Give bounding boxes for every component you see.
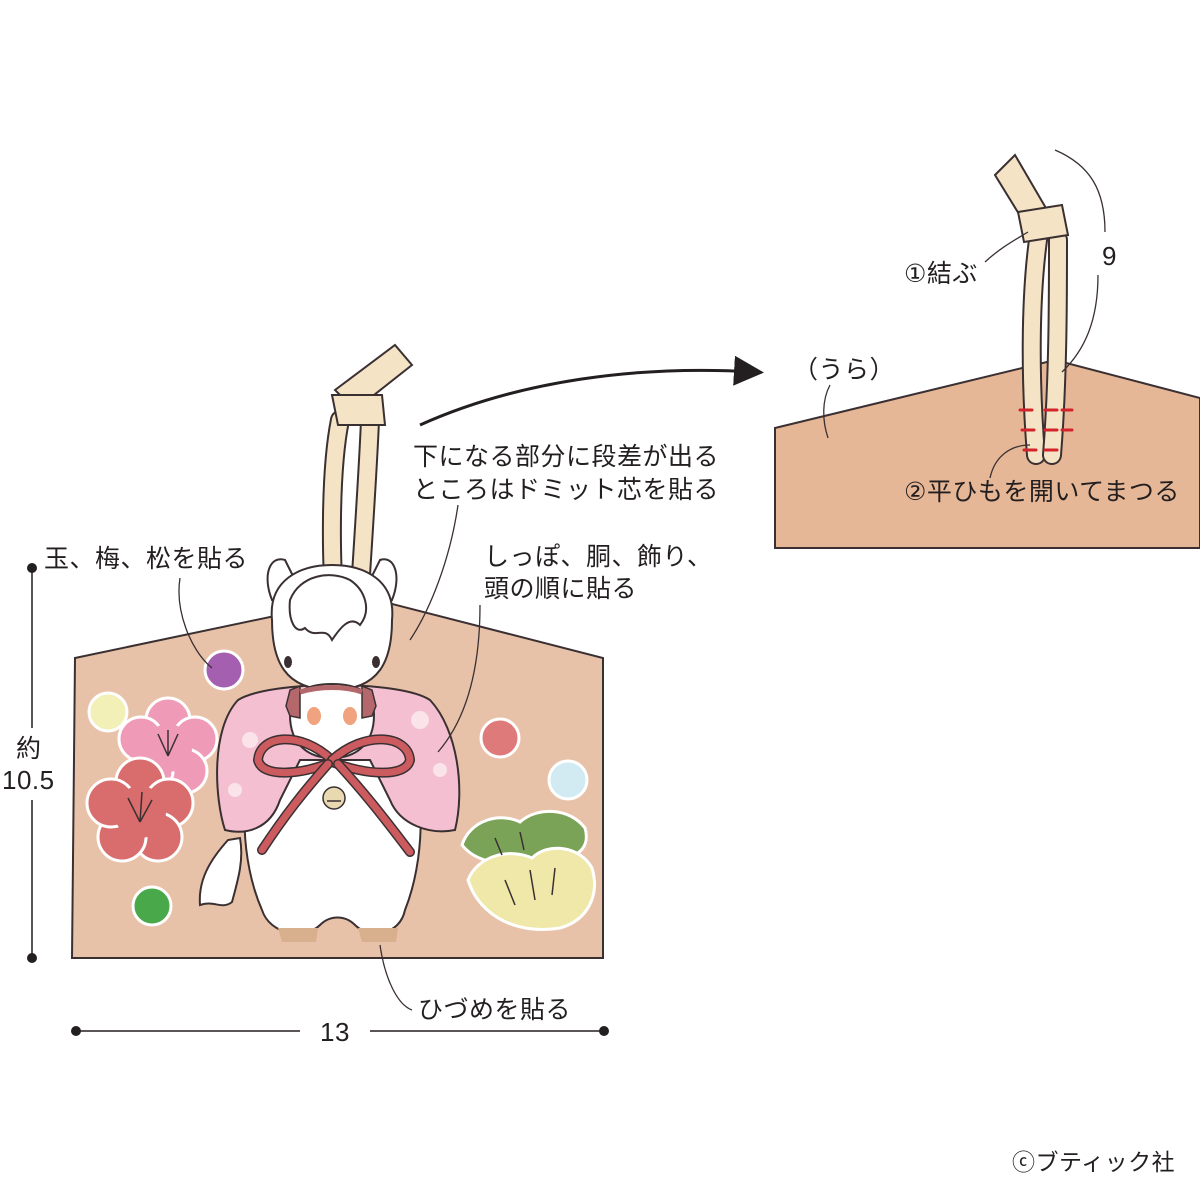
callout-step-line1: 下になる部分に段差が出る (413, 442, 720, 471)
leader-lines-back (823, 149, 1106, 479)
width-value: 13 (320, 1017, 350, 1047)
dimension-width (71, 1015, 609, 1049)
hanging-cord-back (993, 153, 1074, 465)
dimension-height (8, 563, 58, 963)
copyright: ⓒブティック社 (1012, 1150, 1176, 1176)
arrow-to-back-view (419, 355, 764, 427)
callout-tama-ume-matsu: 玉、梅、松を貼る (44, 544, 249, 573)
height-value: 10.5 (2, 765, 55, 795)
loop-length: 9 (1102, 241, 1117, 271)
callout-shippo-line2: 頭の順に貼る (484, 574, 638, 603)
ribbon-bow (252, 734, 416, 857)
callout-step-line2: ところはドミット芯を貼る (413, 475, 720, 504)
callout-musubu: ①結ぶ (904, 259, 978, 288)
decoration-balls (87, 649, 589, 927)
leader-lines-front (178, 504, 481, 1011)
ema-board-back (774, 358, 1200, 549)
callout-hirahimo: ②平ひもを開いてまつる (904, 477, 1180, 506)
height-prefix: 約 (16, 734, 42, 763)
back-side-label: （うら） (793, 355, 896, 384)
plum-flower-red (85, 756, 195, 863)
horse-figure (198, 558, 461, 942)
callout-shippo-line1: しっぽ、胴、飾り、 (484, 542, 713, 571)
callout-hizume: ひづめを貼る (418, 995, 572, 1024)
pine-decoration (460, 809, 596, 932)
